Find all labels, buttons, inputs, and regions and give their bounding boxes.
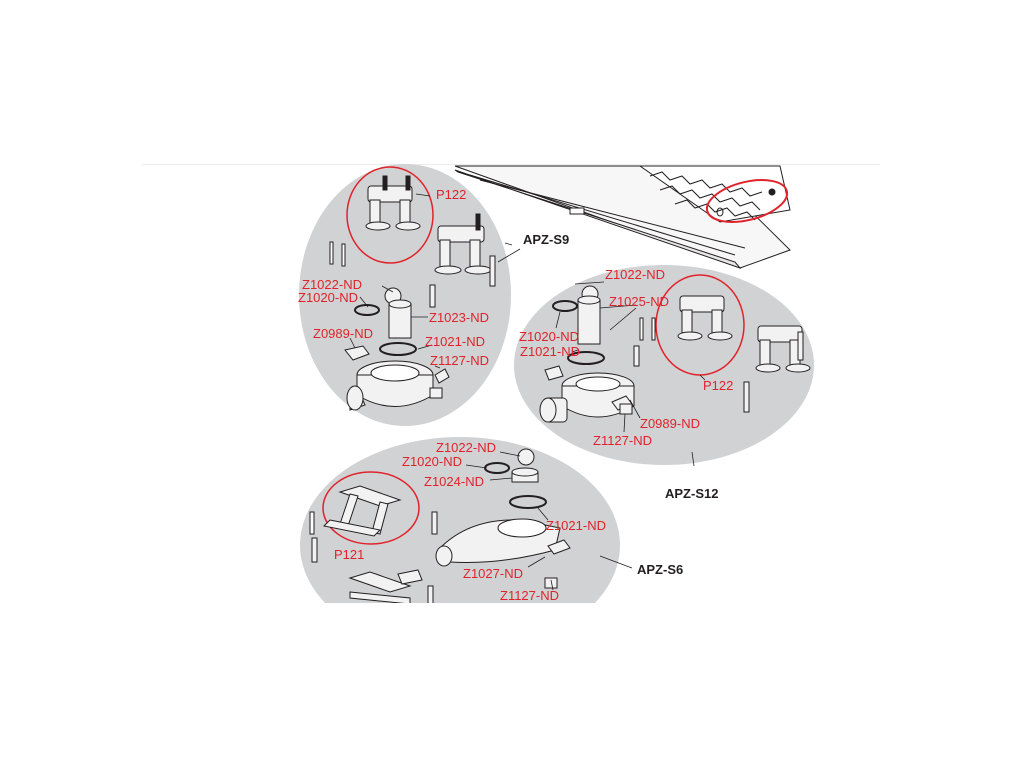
label-z1020: Z1020-ND [298,290,358,305]
p122-highlight-circle [346,166,434,264]
label-z1027: Z1027-ND [463,566,523,581]
apz-s9-panel [299,164,511,426]
label-z1127: Z1127-ND [430,353,490,368]
label-z0989: Z0989-ND [640,416,700,431]
top-separator-line [142,164,880,165]
label-z1023: Z1023-ND [429,310,489,325]
p121-highlight-circle [322,471,420,545]
channel-highlight-circle [705,179,789,223]
kit-title-apz-s6: APZ-S6 [637,562,684,577]
label-z1024: Z1024-ND [424,474,484,489]
label-z1020: Z1020-ND [402,454,462,469]
kit-title-apz-s9: APZ-S9 [523,232,570,247]
label-z1127: Z1127-ND [593,433,653,448]
label-p121: P121 [334,547,365,562]
label-z1022: Z1022-ND [436,440,496,455]
kit-title-apz-s12: APZ-S12 [665,486,719,501]
label-z1021: Z1021-ND [520,344,580,359]
label-z1021: Z1021-ND [425,334,485,349]
label-z1025: Z1025-ND [609,294,669,309]
label-p122: P122 [436,187,467,202]
label-z1022: Z1022-ND [302,277,362,292]
label-z1021: Z1021-ND [546,518,606,533]
apz-s6-panel [300,242,633,603]
label-z1127: Z1127-ND [500,589,560,603]
label-z1020: Z1020-ND [519,329,579,344]
label-z0989: Z0989-ND [313,326,373,341]
label-z1022: Z1022-ND [605,267,665,282]
drain-channel [454,165,791,270]
apz-s12-panel [514,265,814,467]
label-p122: P122 [703,378,734,393]
